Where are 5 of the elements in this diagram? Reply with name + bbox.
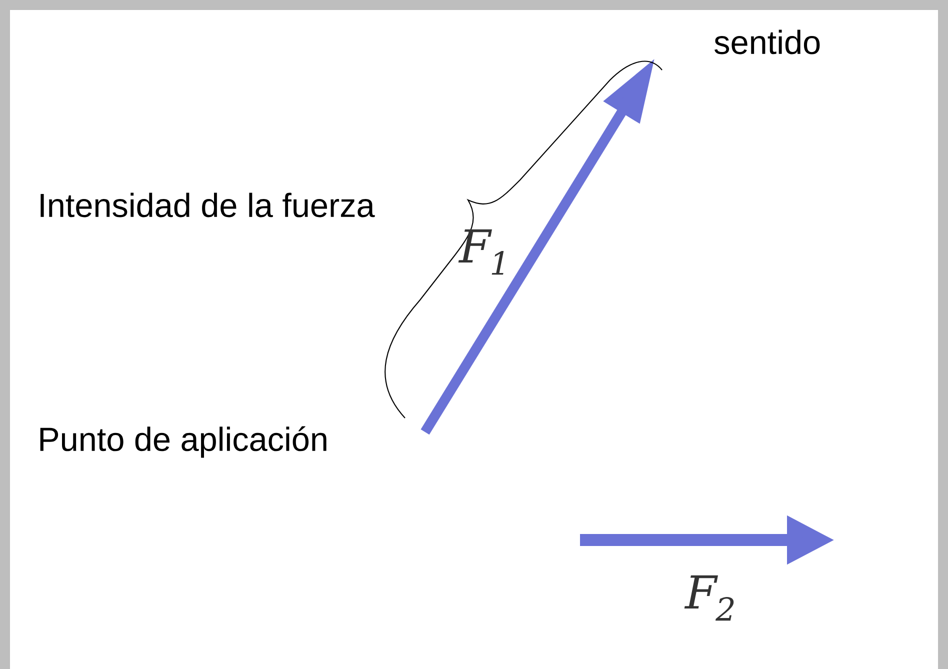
origin-label: Punto de aplicación	[40, 426, 326, 458]
direction-label: sentido	[714, 30, 820, 54]
force-label: F$_{2}$	[684, 575, 734, 621]
magnitude-label: Intensidad de la fuerza	[40, 192, 375, 218]
force-label: F$_{1}$	[458, 229, 504, 275]
